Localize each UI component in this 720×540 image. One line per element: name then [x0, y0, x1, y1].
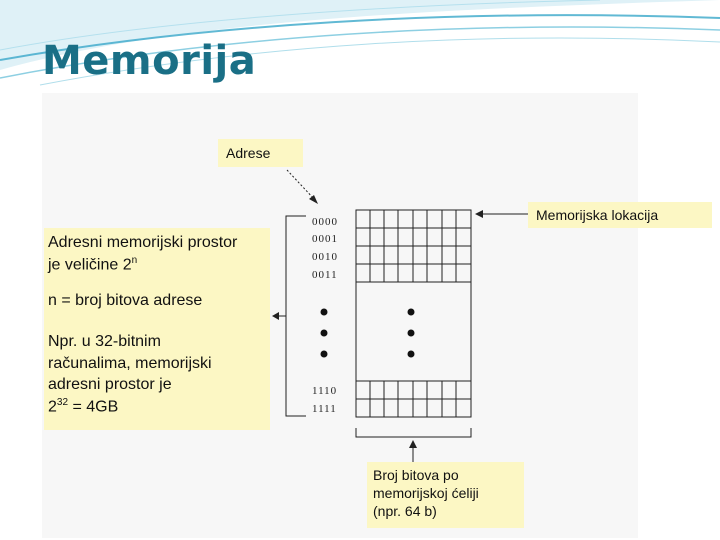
address-0000: 0000	[312, 216, 338, 228]
lokacija-arrow-head	[475, 210, 483, 218]
address-0001: 0001	[312, 233, 338, 245]
adrese-label: Adrese	[218, 139, 303, 167]
address-0010: 0010	[312, 251, 338, 263]
address-1111: 1111	[312, 403, 337, 415]
n-definition: n = broj bitova adrese	[48, 291, 203, 309]
memorijska-lokacija-label: Memorijska lokacija	[528, 202, 712, 228]
bracket-arrow-head	[272, 312, 279, 320]
prostor-line1: Adresni memorijski prostor	[48, 234, 238, 251]
prostor-line2: je veličine 2n	[48, 254, 138, 273]
address-1110: 1110	[312, 385, 337, 397]
header-wave-decoration	[0, 0, 720, 86]
slide-title: Memorija	[42, 38, 257, 84]
bits-per-cell-note: Broj bitova po memorijskoj ćeliji (npr. …	[367, 462, 524, 528]
memory-grid-bottom	[356, 380, 471, 417]
cell-width-arrow-head	[409, 440, 417, 448]
cell-width-bracket	[355, 428, 472, 438]
adrese-arrow	[286, 169, 316, 201]
npr-line3: adresni prostor je	[48, 376, 172, 394]
npr-line1: Npr. u 32-bitnim	[48, 333, 161, 351]
npr-line4: 232 = 4GB	[48, 396, 119, 416]
adrese-arrow-head	[309, 195, 318, 204]
npr-line2: računalima, memorijski	[48, 354, 212, 372]
address-space-bracket	[285, 215, 306, 417]
memory-grid-top	[356, 210, 471, 283]
address-space-note: Adresni memorijski prostor je veličine 2…	[44, 228, 270, 430]
address-0011: 0011	[312, 269, 338, 281]
ellipsis-dots	[320, 308, 415, 358]
